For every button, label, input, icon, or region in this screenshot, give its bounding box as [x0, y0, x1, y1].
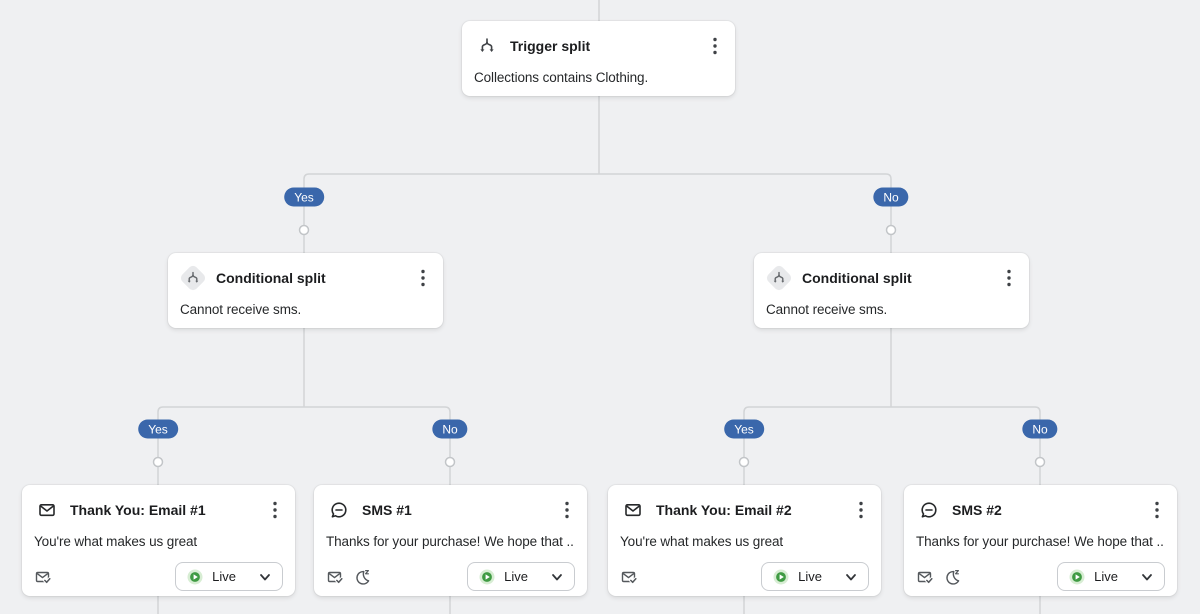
quiet-hours-icon [353, 568, 371, 586]
node-description: Cannot receive sms. [180, 302, 302, 317]
node-conditional-split-right[interactable]: Conditional split Cannot receive sms. [754, 253, 1029, 328]
email-sent-icon [916, 568, 934, 586]
node-title: Conditional split [802, 270, 912, 286]
more-options-button[interactable] [853, 499, 869, 521]
chevron-down-icon [550, 570, 564, 584]
wire-tier1-branch [303, 173, 892, 253]
node-email-1[interactable]: Thank You: Email #1 You're what makes us… [22, 485, 295, 596]
node-description: Collections contains Clothing. [474, 70, 649, 85]
sms-icon [326, 497, 352, 523]
status-dropdown-button[interactable]: Live [761, 562, 869, 591]
email-icon [620, 497, 646, 523]
status-label: Live [1094, 569, 1118, 584]
status-dropdown-button[interactable]: Live [467, 562, 575, 591]
node-sms-2[interactable]: SMS #2 Thanks for your purchase! We hope… [904, 485, 1177, 596]
node-description: Thanks for your purchase! We hope that .… [916, 534, 1165, 549]
kebab-icon [273, 501, 277, 519]
chevron-down-icon [258, 570, 272, 584]
live-status-icon [1068, 568, 1086, 586]
more-options-button[interactable] [1149, 499, 1165, 521]
node-email-2[interactable]: Thank You: Email #2 You're what makes us… [608, 485, 881, 596]
connector-dot [885, 224, 897, 236]
email-sent-icon [620, 568, 638, 586]
wire-tier2-left-branch [157, 406, 451, 485]
chevron-down-icon [1140, 570, 1154, 584]
more-options-button[interactable] [559, 499, 575, 521]
connector-dot [444, 456, 456, 468]
connector-dot [298, 224, 310, 236]
node-conditional-split-left[interactable]: Conditional split Cannot receive sms. [168, 253, 443, 328]
status-label: Live [504, 569, 528, 584]
node-trigger-split[interactable]: Trigger split Collections contains Cloth… [462, 21, 735, 96]
branch-label-no: No [1022, 419, 1058, 439]
quiet-hours-icon [943, 568, 961, 586]
conditional-split-icon [178, 263, 208, 293]
status-label: Live [212, 569, 236, 584]
node-sms-1[interactable]: SMS #1 Thanks for your purchase! We hope… [314, 485, 587, 596]
kebab-icon [859, 501, 863, 519]
branch-label-no: No [873, 187, 909, 207]
connector-dot [152, 456, 164, 468]
connector-dot [738, 456, 750, 468]
kebab-icon [1155, 501, 1159, 519]
wire-tier2-right-branch [743, 406, 1041, 485]
live-status-icon [186, 568, 204, 586]
branch-label-yes: Yes [284, 187, 324, 207]
kebab-icon [713, 37, 717, 55]
trigger-split-icon [474, 33, 500, 59]
branch-label-no: No [432, 419, 468, 439]
node-title: SMS #2 [952, 502, 1002, 518]
connector-dot [1034, 456, 1046, 468]
node-title: SMS #1 [362, 502, 412, 518]
more-options-button[interactable] [1001, 267, 1017, 289]
branch-label-yes: Yes [138, 419, 178, 439]
email-sent-icon [326, 568, 344, 586]
sms-icon [916, 497, 942, 523]
node-title: Conditional split [216, 270, 326, 286]
chevron-down-icon [844, 570, 858, 584]
node-title: Trigger split [510, 38, 591, 54]
more-options-button[interactable] [415, 267, 431, 289]
node-description: You're what makes us great [34, 534, 198, 549]
status-dropdown-button[interactable]: Live [175, 562, 283, 591]
more-options-button[interactable] [267, 499, 283, 521]
kebab-icon [1007, 269, 1011, 287]
kebab-icon [421, 269, 425, 287]
more-options-button[interactable] [707, 35, 723, 57]
node-title: Thank You: Email #1 [70, 502, 206, 518]
status-label: Live [798, 569, 822, 584]
node-description: Cannot receive sms. [766, 302, 888, 317]
live-status-icon [478, 568, 496, 586]
conditional-split-icon [764, 263, 794, 293]
node-description: You're what makes us great [620, 534, 784, 549]
node-title: Thank You: Email #2 [656, 502, 792, 518]
live-status-icon [772, 568, 790, 586]
email-icon [34, 497, 60, 523]
branch-label-yes: Yes [724, 419, 764, 439]
status-dropdown-button[interactable]: Live [1057, 562, 1165, 591]
node-description: Thanks for your purchase! We hope that .… [326, 534, 575, 549]
kebab-icon [565, 501, 569, 519]
email-sent-icon [34, 568, 52, 586]
